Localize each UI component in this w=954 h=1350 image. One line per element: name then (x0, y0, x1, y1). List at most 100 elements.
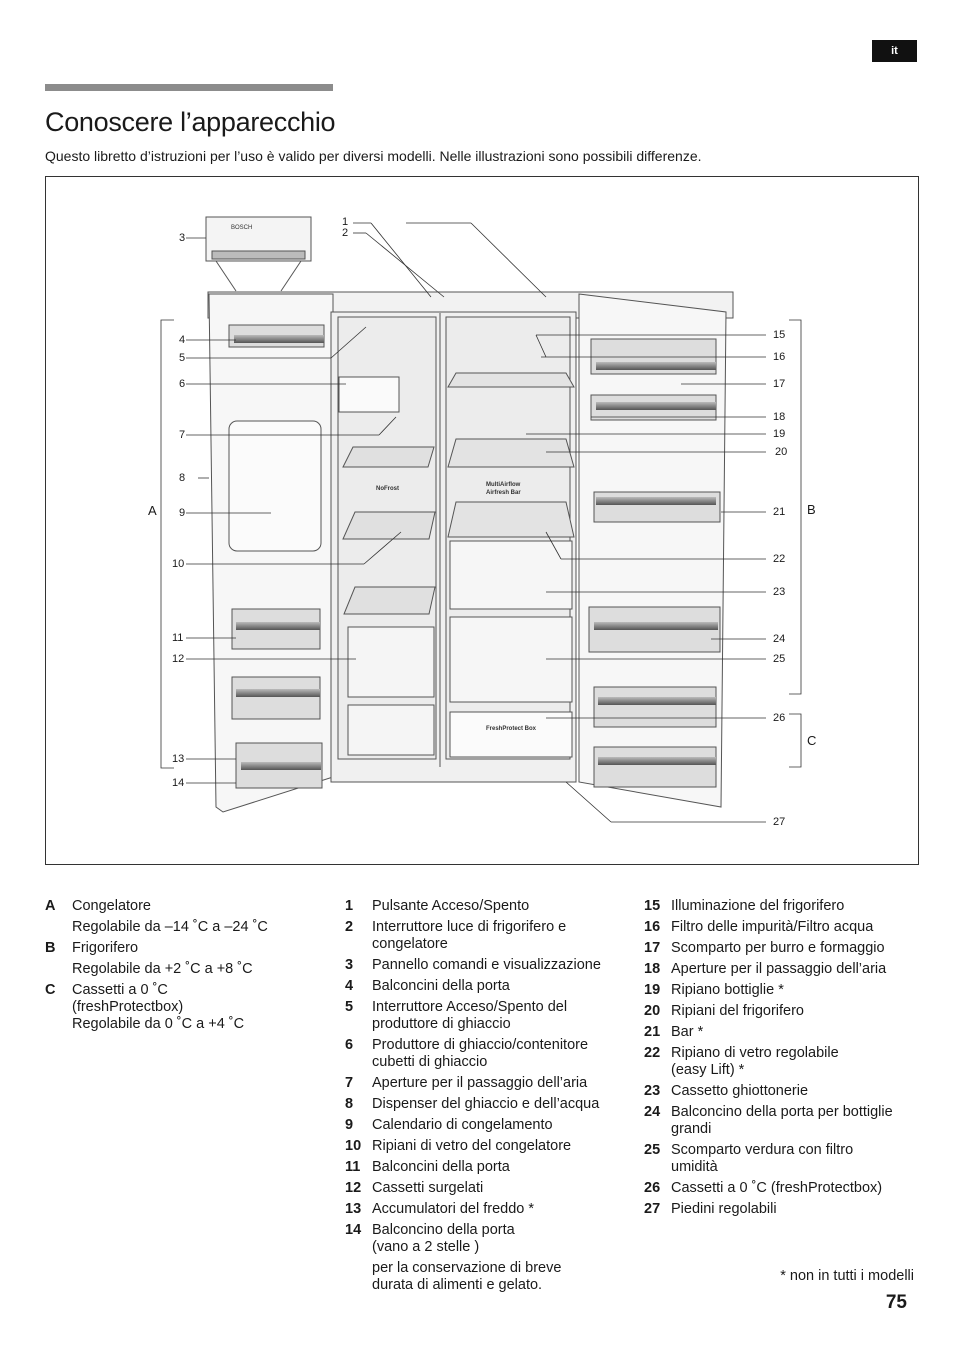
callout-16: 16 (773, 351, 786, 363)
legend-text: Produttore di ghiaccio/contenitore cubet… (372, 1037, 589, 1070)
legend-item: 21 Bar * (644, 1024, 934, 1041)
legend-detail-text: Regolabile da –14 ˚C a –24 ˚C (72, 919, 268, 935)
legend-note: per la conservazione di breve durata di … (345, 1260, 630, 1294)
legend-text: Pannello comandi e visualizzazione (372, 957, 601, 973)
callout-7: 7 (179, 429, 186, 441)
label-freshprotect: FreshProtect Box (486, 726, 537, 732)
callout-5: 5 (179, 352, 186, 364)
callout-10: 10 (172, 558, 185, 570)
callout-24: 24 (773, 633, 786, 645)
legend-text: Interruttore luce di frigorifero e conge… (372, 919, 567, 952)
legend-key: 22 (644, 1045, 661, 1061)
legend-text: Ripiano di vetro regolabile (easy Lift) … (671, 1045, 839, 1078)
legend-item: 1 Pulsante Acceso/Spento (345, 898, 630, 915)
section-label-b: B (807, 502, 816, 517)
callout-27: 27 (773, 816, 786, 828)
legend-section: C Cassetti a 0 ˚C (freshProtectbox) (45, 982, 315, 1016)
legend-key: 2 (345, 919, 354, 935)
legend-key: 6 (345, 1037, 354, 1053)
page-title: Conoscere l’apparecchio (45, 107, 336, 137)
fridge-illustration: BOSCH NoFrost MultiAirflow Airfresh Bar … (160, 216, 802, 823)
callout-14: 14 (172, 777, 185, 789)
panel-brand: BOSCH (231, 225, 252, 231)
legend-item: 14 Balconcino della porta (vano a 2 stell… (345, 1222, 630, 1256)
section-label-c: C (807, 733, 817, 748)
callout-4: 4 (179, 334, 186, 346)
legend-key: 25 (644, 1142, 661, 1158)
legend-text: Bar * (671, 1024, 704, 1040)
legend-item: 9 Calendario di congelamento (345, 1117, 630, 1134)
legend-section: A Congelatore (45, 898, 315, 915)
legend-key: 19 (644, 982, 661, 998)
callout-8: 8 (179, 472, 186, 484)
legend-key: 4 (345, 978, 354, 994)
callout-25: 25 (773, 653, 786, 665)
freezer-door (208, 293, 334, 813)
legend-key: 14 (345, 1222, 362, 1238)
legend-item: 5 Interruttore Acceso/Spento del produtto… (345, 999, 630, 1033)
callout-12: 12 (172, 653, 185, 665)
legend-section: B Frigorifero (45, 940, 315, 957)
legend-detail: Regolabile da –14 ˚C a –24 ˚C (45, 919, 315, 936)
callout-23: 23 (773, 586, 786, 598)
legend-text: Congelatore (72, 898, 151, 914)
legend-text: Cassetti a 0 ˚C (freshProtectbox) (72, 982, 184, 1015)
page-number: 75 (885, 1292, 907, 1313)
legend-key: 1 (345, 898, 354, 914)
legend-key: 24 (644, 1104, 661, 1120)
callout-26: 26 (773, 712, 786, 724)
legend-text: Illuminazione del frigorifero (671, 898, 845, 914)
legend-key: 27 (644, 1201, 661, 1217)
legend-text: Pulsante Acceso/Spento (372, 898, 530, 914)
language-badge: it (872, 40, 917, 62)
legend-item: 25 Scomparto verdura con filtro umidità (644, 1142, 934, 1176)
legend-key: 23 (644, 1083, 661, 1099)
legend-text: Interruttore Acceso/Spento del produttor… (372, 999, 568, 1032)
legend-key: 21 (644, 1024, 661, 1040)
legend-text: Aperture per il passaggio dell’aria (372, 1075, 588, 1091)
callout-19: 19 (773, 428, 786, 440)
callout-1: 1 (342, 216, 349, 228)
legend-text: Piedini regolabili (671, 1201, 777, 1217)
intro-text: Questo libretto d’istruzioni per l’uso è… (45, 148, 702, 164)
legend-item: 27 Piedini regolabili (644, 1201, 934, 1218)
legend-key: 11 (345, 1159, 361, 1175)
callout-13: 13 (172, 753, 185, 765)
legend-item: 24 Balconcino della porta per bottiglie g… (644, 1104, 934, 1138)
legend-text: Aperture per il passaggio dell’aria (671, 961, 887, 977)
callout-15: 15 (773, 329, 786, 341)
footnote: * non in tutti i modelli (780, 1268, 914, 1284)
legend-detail: Regolabile da +2 ˚C a +8 ˚C (45, 961, 315, 978)
appliance-diagram: BOSCH NoFrost MultiAirflow Airfresh Bar … (45, 176, 919, 865)
legend-sections: A Congelatore Regolabile da –14 ˚C a –24… (45, 898, 315, 1037)
fridge-door (578, 293, 727, 808)
legend-key: 10 (345, 1138, 362, 1154)
legend-text: Scomparto verdura con filtro umidità (671, 1142, 854, 1175)
legend-key: 5 (345, 999, 354, 1015)
legend-key: 9 (345, 1117, 354, 1133)
legend-text: Balconcino della porta per bottiglie gra… (671, 1104, 893, 1137)
legend-key: B (45, 940, 56, 956)
label-airfresh: Airfresh Bar (486, 490, 521, 496)
legend-item: 2 Interruttore luce di frigorifero e cong… (345, 919, 630, 953)
legend-key: A (45, 898, 56, 914)
legend-text: Calendario di congelamento (372, 1117, 553, 1133)
legend-text: Balconcino della porta (vano a 2 stelle … (372, 1222, 515, 1255)
callout-21: 21 (773, 506, 786, 518)
legend-key: 13 (345, 1201, 362, 1217)
legend-text: Cassetto ghiottonerie (671, 1083, 809, 1099)
callout-18: 18 (773, 411, 786, 423)
legend-key: 15 (644, 898, 661, 914)
legend-key: 8 (345, 1096, 354, 1112)
